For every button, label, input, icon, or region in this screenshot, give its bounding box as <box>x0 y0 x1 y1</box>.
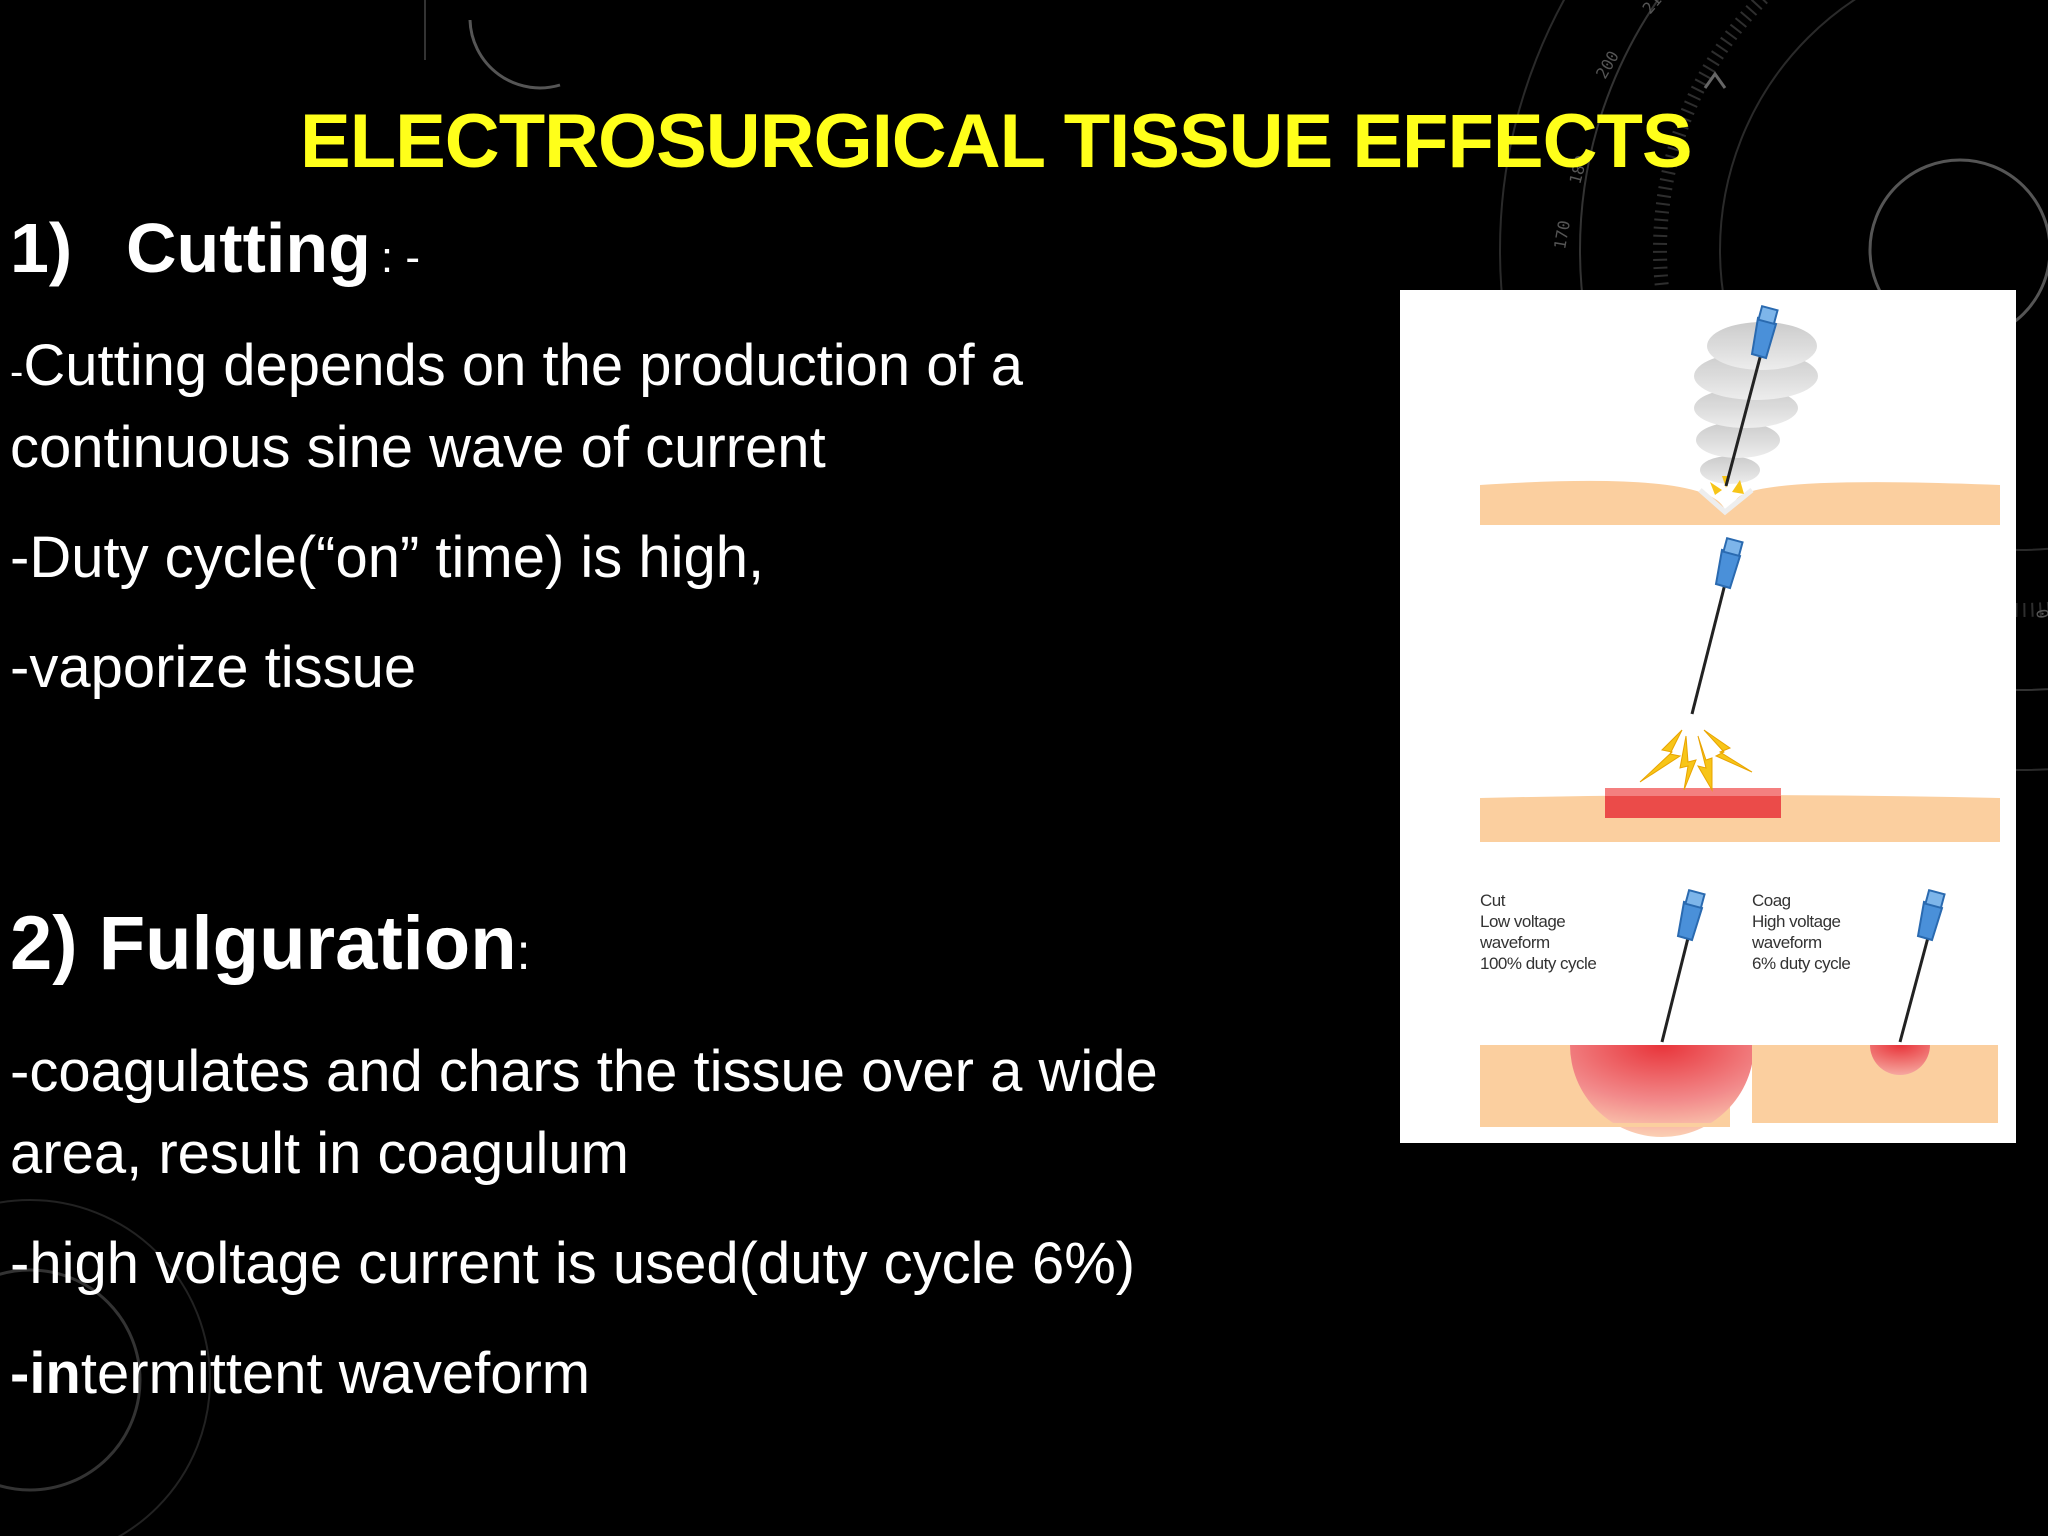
caption-line: 6% duty cycle <box>1752 954 1851 973</box>
bullet-text: Cutting depends on the production of a <box>23 333 1023 398</box>
dial-label: 170 <box>1550 219 1574 251</box>
dial-label: 210 <box>1639 0 1672 18</box>
slide-title: ELECTROSURGICAL TISSUE EFFECTS <box>300 99 1693 184</box>
coag-caption: Coag High voltage waveform 6% duty cycle <box>1752 890 1851 974</box>
bullet-text: termittent waveform <box>80 1341 591 1406</box>
caption-line: Cut <box>1480 891 1505 910</box>
section-title: Cutting <box>126 209 371 287</box>
electrosurgery-illustration: Cut Low voltage waveform 100% duty cycle… <box>1400 290 2016 1143</box>
dial-label: 200 <box>1592 47 1623 82</box>
caption-line: Low voltage <box>1480 912 1566 931</box>
section-separator: : <box>516 924 531 980</box>
cutting-panel <box>1480 304 2000 525</box>
bullet-line: -vaporize tissue <box>10 635 417 700</box>
caption-line: waveform <box>1752 933 1822 952</box>
bullet-dash: - <box>10 350 24 394</box>
bullet-line: -Duty cycle(“on” time) is high, <box>10 525 765 590</box>
illustration-drawing <box>1480 304 2000 1137</box>
bullet-line: continuous sine wave of current <box>10 415 826 480</box>
bullet-line: -intermittent waveform <box>10 1332 590 1416</box>
section-fulguration-heading: 2) Fulguration: <box>10 900 531 987</box>
dial-label: 0 <box>2032 607 2048 620</box>
section-title: 2) Fulguration <box>10 901 517 986</box>
caption-line: High voltage <box>1752 912 1841 931</box>
caption-line: 100% duty cycle <box>1480 954 1597 973</box>
caption-line: Coag <box>1752 891 1791 910</box>
section-separator: : - <box>380 233 421 282</box>
bullet-line: -Cutting depends on the production of a <box>10 324 1023 414</box>
bullet-line: -coagulates and chars the tissue over a … <box>10 1039 1158 1104</box>
bullet-line: area, result in coagulum <box>10 1121 629 1186</box>
fulguration-panel <box>1480 536 2000 842</box>
cut-caption: Cut Low voltage waveform 100% duty cycle <box>1480 890 1597 974</box>
bullet-bold-prefix: -in <box>10 1341 81 1406</box>
section-cutting-heading: 1) Cutting: - <box>10 208 420 288</box>
caption-line: waveform <box>1480 933 1550 952</box>
section-number: 1) <box>10 209 73 287</box>
cut-coag-panel <box>1480 888 1998 1137</box>
bullet-line: -high voltage current is used(duty cycle… <box>10 1231 1136 1296</box>
